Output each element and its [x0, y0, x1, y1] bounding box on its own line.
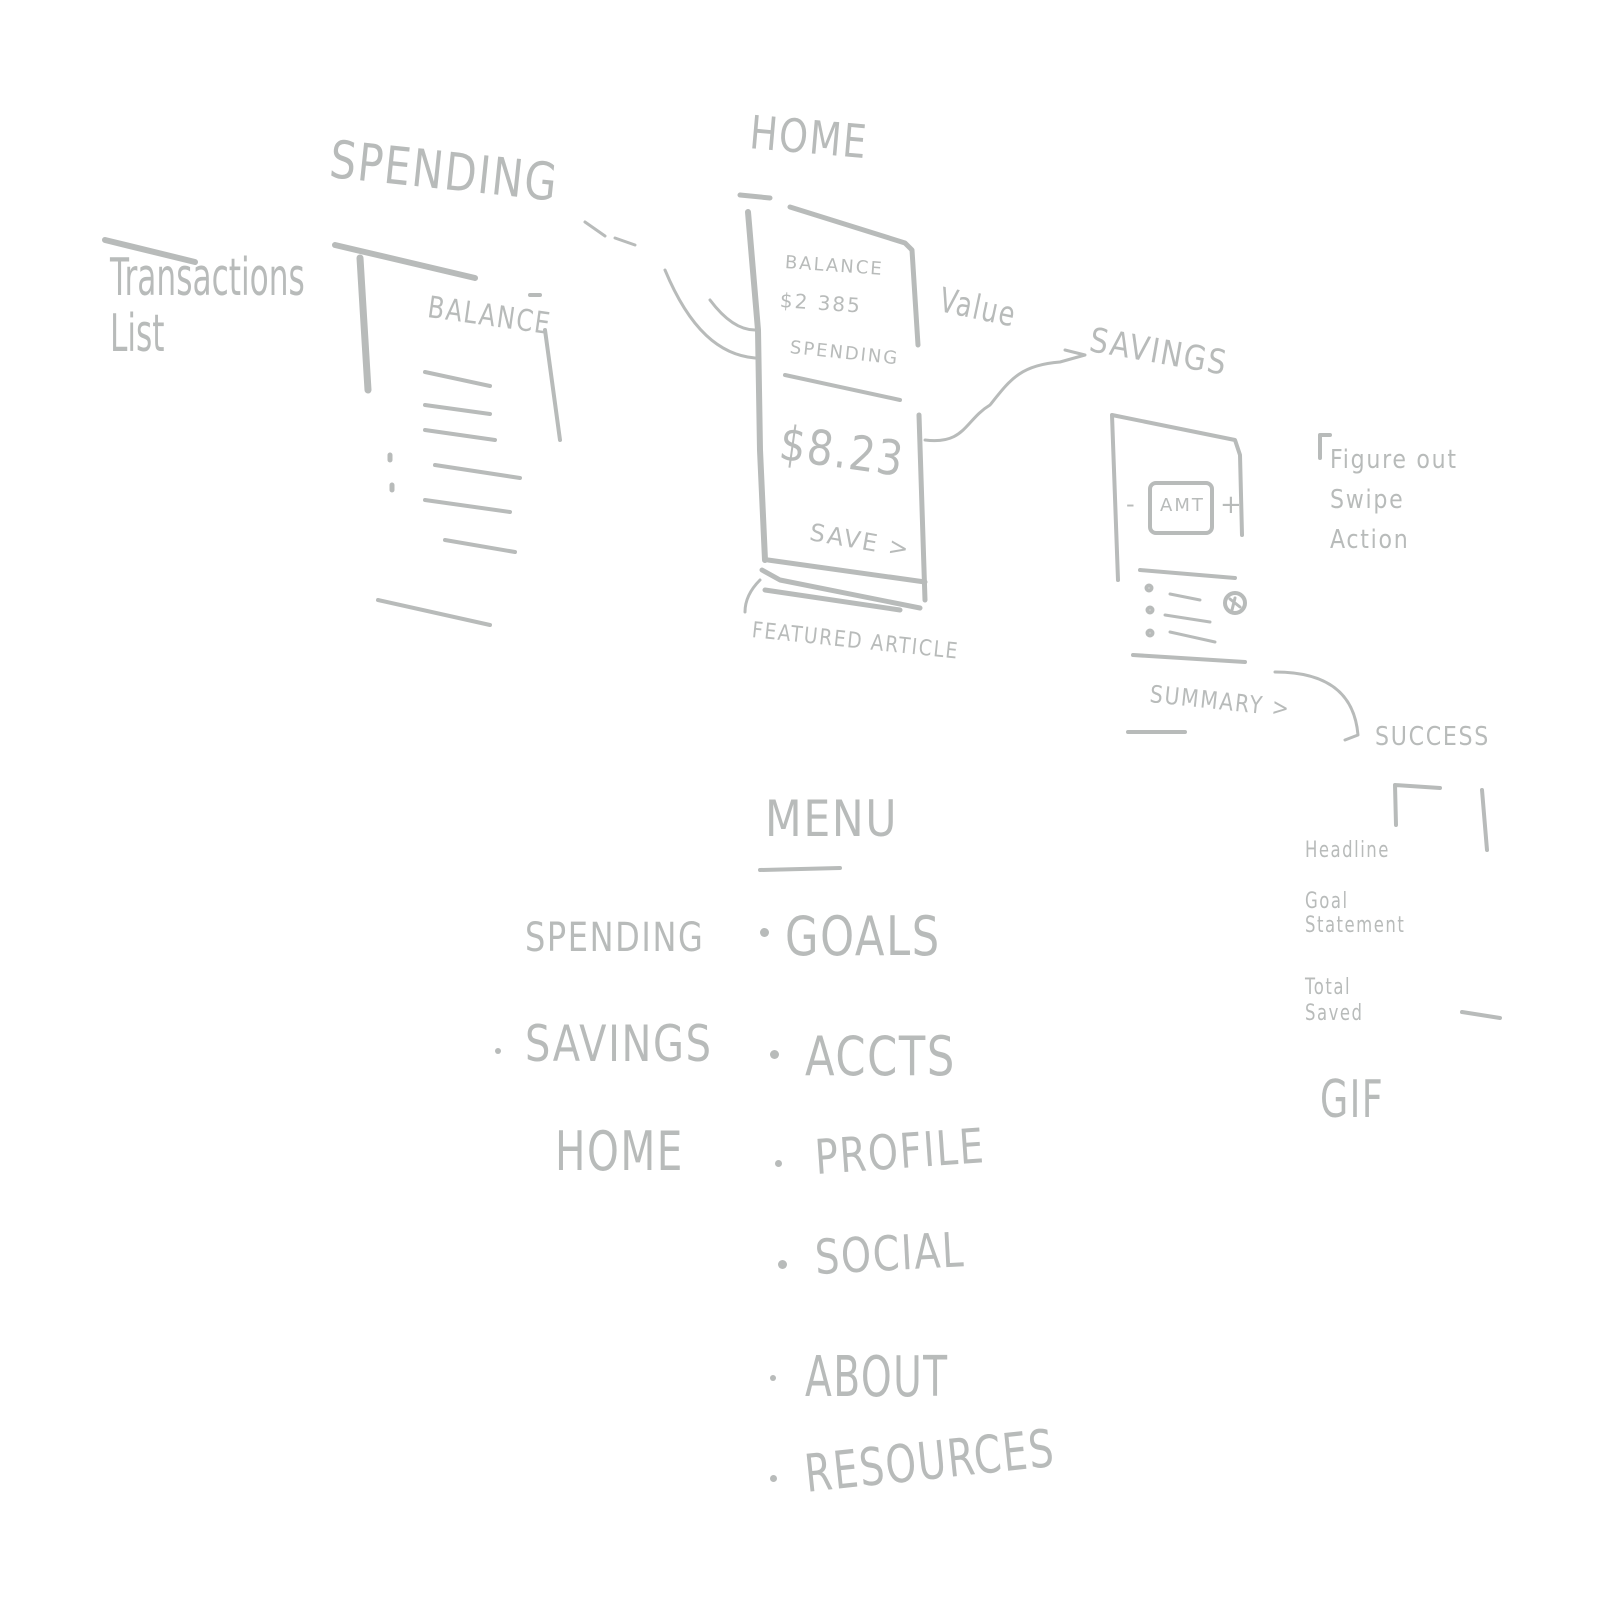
bullet-icon — [760, 928, 769, 937]
menu-item-social[interactable]: Social — [813, 1222, 967, 1286]
bullet-icon — [778, 1260, 787, 1269]
menu-title: Menu — [765, 790, 899, 848]
success-total-saved: Total Saved — [1305, 975, 1364, 1026]
decrement-button[interactable]: - — [1126, 490, 1137, 518]
success-headline: Headline — [1305, 838, 1390, 863]
menu-item-spending[interactable]: Spending — [525, 915, 705, 961]
success-gif: GIF — [1320, 1070, 1385, 1130]
increment-button[interactable]: + — [1220, 490, 1244, 520]
bullet-icon — [770, 1050, 779, 1059]
bullet-icon — [770, 1475, 777, 1482]
menu-item-profile[interactable]: Profile — [813, 1118, 987, 1186]
success-goal-statement: Goal Statement — [1305, 889, 1406, 938]
home-screen-title: Home — [747, 105, 870, 170]
bullet-icon — [495, 1048, 501, 1054]
transactions-list-label: Transactions List — [110, 248, 305, 364]
bullet-icon — [775, 1160, 782, 1167]
menu-item-savings[interactable]: Savings — [525, 1015, 713, 1073]
success-screen-title: Success — [1375, 722, 1490, 752]
amount-field[interactable]: AMT — [1160, 495, 1205, 516]
bullet-icon — [770, 1375, 776, 1381]
menu-item-goals[interactable]: Goals — [785, 905, 941, 968]
menu-item-about[interactable]: About — [805, 1345, 949, 1410]
swipe-action-note: Figure out Swipe Action — [1330, 445, 1458, 555]
menu-item-home[interactable]: Home — [555, 1120, 684, 1183]
menu-item-accts[interactable]: Accts — [805, 1025, 956, 1088]
